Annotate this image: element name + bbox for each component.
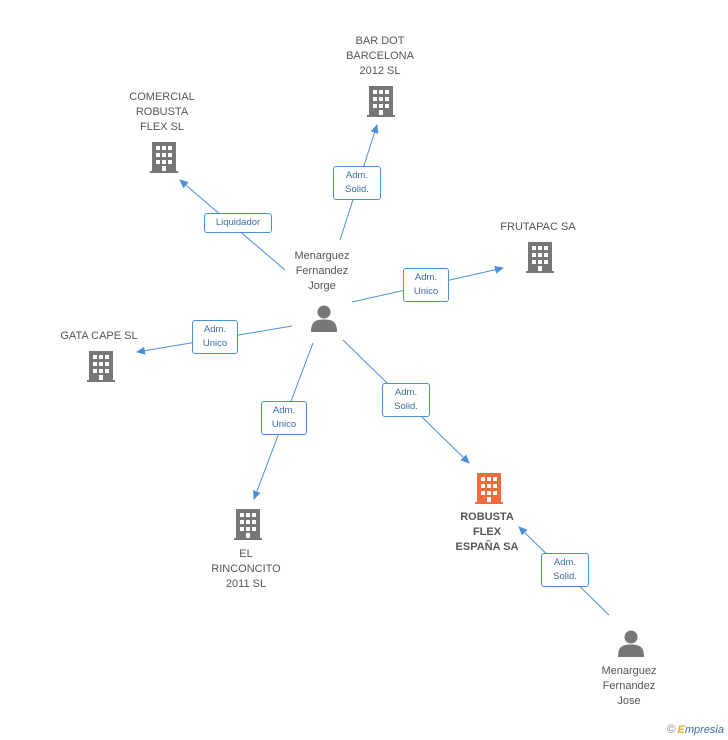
edge-label-robusta-second: Adm. Solid.	[541, 553, 589, 587]
node-center-person-label[interactable]: Menarguez Fernandez Jorge	[294, 250, 350, 292]
building-icon	[87, 351, 115, 382]
brand-logo-e: E	[677, 724, 685, 736]
building-icon	[234, 509, 262, 540]
person-icon	[311, 305, 337, 332]
node-bar-dot-label[interactable]: BAR DOT BARCELONA 2012 SL	[346, 35, 414, 77]
node-comercial-label[interactable]: COMERCIAL ROBUSTA FLEX SL	[129, 91, 195, 133]
node-frutapac-label[interactable]: FRUTAPAC SA	[500, 221, 576, 233]
node-el-rinconcito-label[interactable]: EL RINCONCITO 2011 SL	[211, 548, 281, 590]
node-second-person-label[interactable]: Menarguez Fernandez Jose	[601, 665, 657, 707]
building-icon-main	[475, 473, 503, 504]
copyright-icon: ©	[666, 722, 676, 736]
edge-label-robusta-center: Adm. Solid.	[382, 383, 430, 417]
building-icon	[150, 142, 178, 173]
node-gata-cape-label[interactable]: GATA CAPE SL	[60, 330, 138, 342]
edge-label-el-rinconcito: Adm. Unico	[261, 401, 307, 435]
edge-label-gata-cape: Adm. Unico	[192, 320, 238, 354]
building-icon	[367, 86, 395, 117]
building-icon	[526, 242, 554, 273]
edge-label-frutapac: Adm. Unico	[403, 268, 449, 302]
edge-label-comercial: Liquidador	[204, 213, 272, 233]
person-icon	[618, 630, 644, 657]
node-robusta-flex-label[interactable]: ROBUSTA FLEX ESPAÑA SA	[455, 511, 519, 553]
brand-footer: ©Empresia	[667, 722, 724, 736]
edge-label-bar-dot: Adm. Solid.	[333, 166, 381, 200]
brand-name: mpresia	[684, 724, 724, 736]
